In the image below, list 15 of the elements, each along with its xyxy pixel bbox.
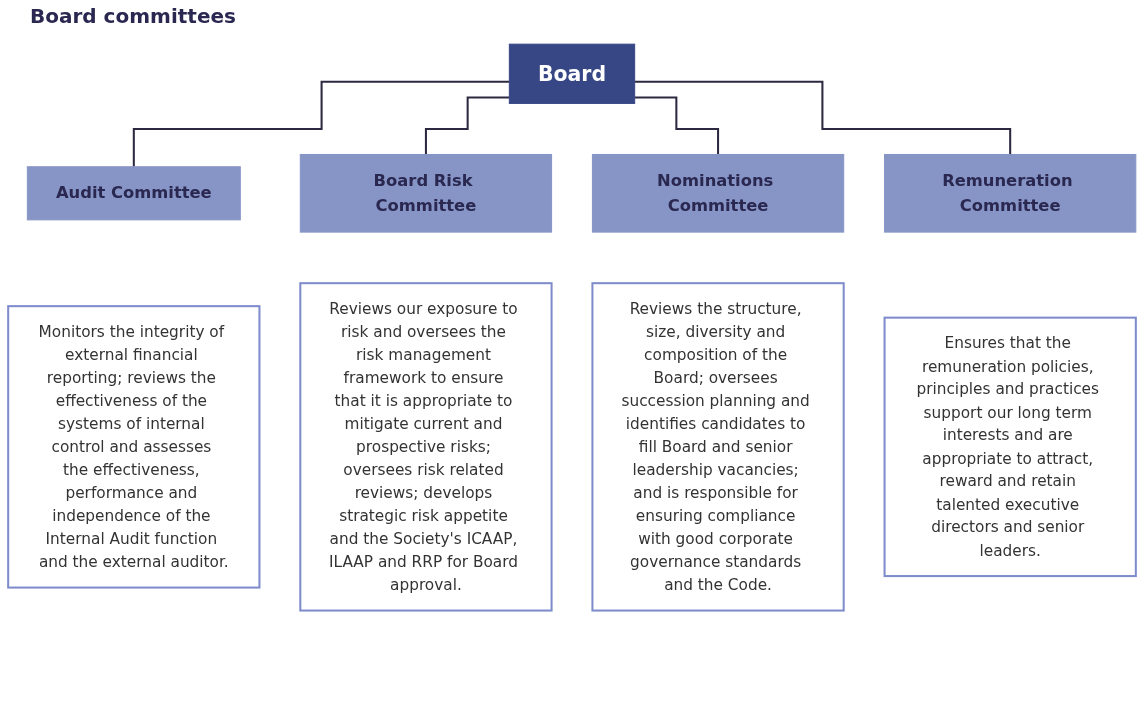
- node-box: [591, 282, 845, 612]
- diagram-title: Board committees: [30, 4, 236, 28]
- node-box: [884, 153, 1137, 233]
- connector: [132, 80, 510, 168]
- node-box: [299, 153, 553, 233]
- node-box: [508, 43, 636, 104]
- org-chart-drawing: Board Audit Committee Board Risk Committee Nominations Committee Remuneration Committee Monitors the integrity of external financial reporting; reviews the effectiveness of the systems of internal control and assesses the effectiveness, performance and independence of the Internal Audit function and the external auditor. Reviews our exposure to risk and oversees the risk management framework to ensure that it is appropriate to mitigate current and prospective risks; oversees risk related reviews; develops strategic risk appetite and the Society's ICAAP, ILAAP and RRP for Board approval. Reviews the structure, size, diversity and composition of the Board; oversees succession planning and identifies candidates to fill Board and senior leadership vacancies; and is responsible for ensuring compliance with good corporate governance standards and the Code. Ensures that the remuneration policies, principles and practices support our long term interests and are appropriate to attract, reward and retain talented executive directors and senior leaders.: [0, 36, 1144, 619]
- node-box: [883, 316, 1137, 578]
- node-box: [7, 305, 261, 589]
- node-box: [591, 153, 845, 233]
- node-box: [299, 282, 553, 612]
- connector: [634, 96, 720, 156]
- node-box: [26, 166, 241, 221]
- connector: [424, 96, 510, 156]
- connector: [634, 80, 1012, 156]
